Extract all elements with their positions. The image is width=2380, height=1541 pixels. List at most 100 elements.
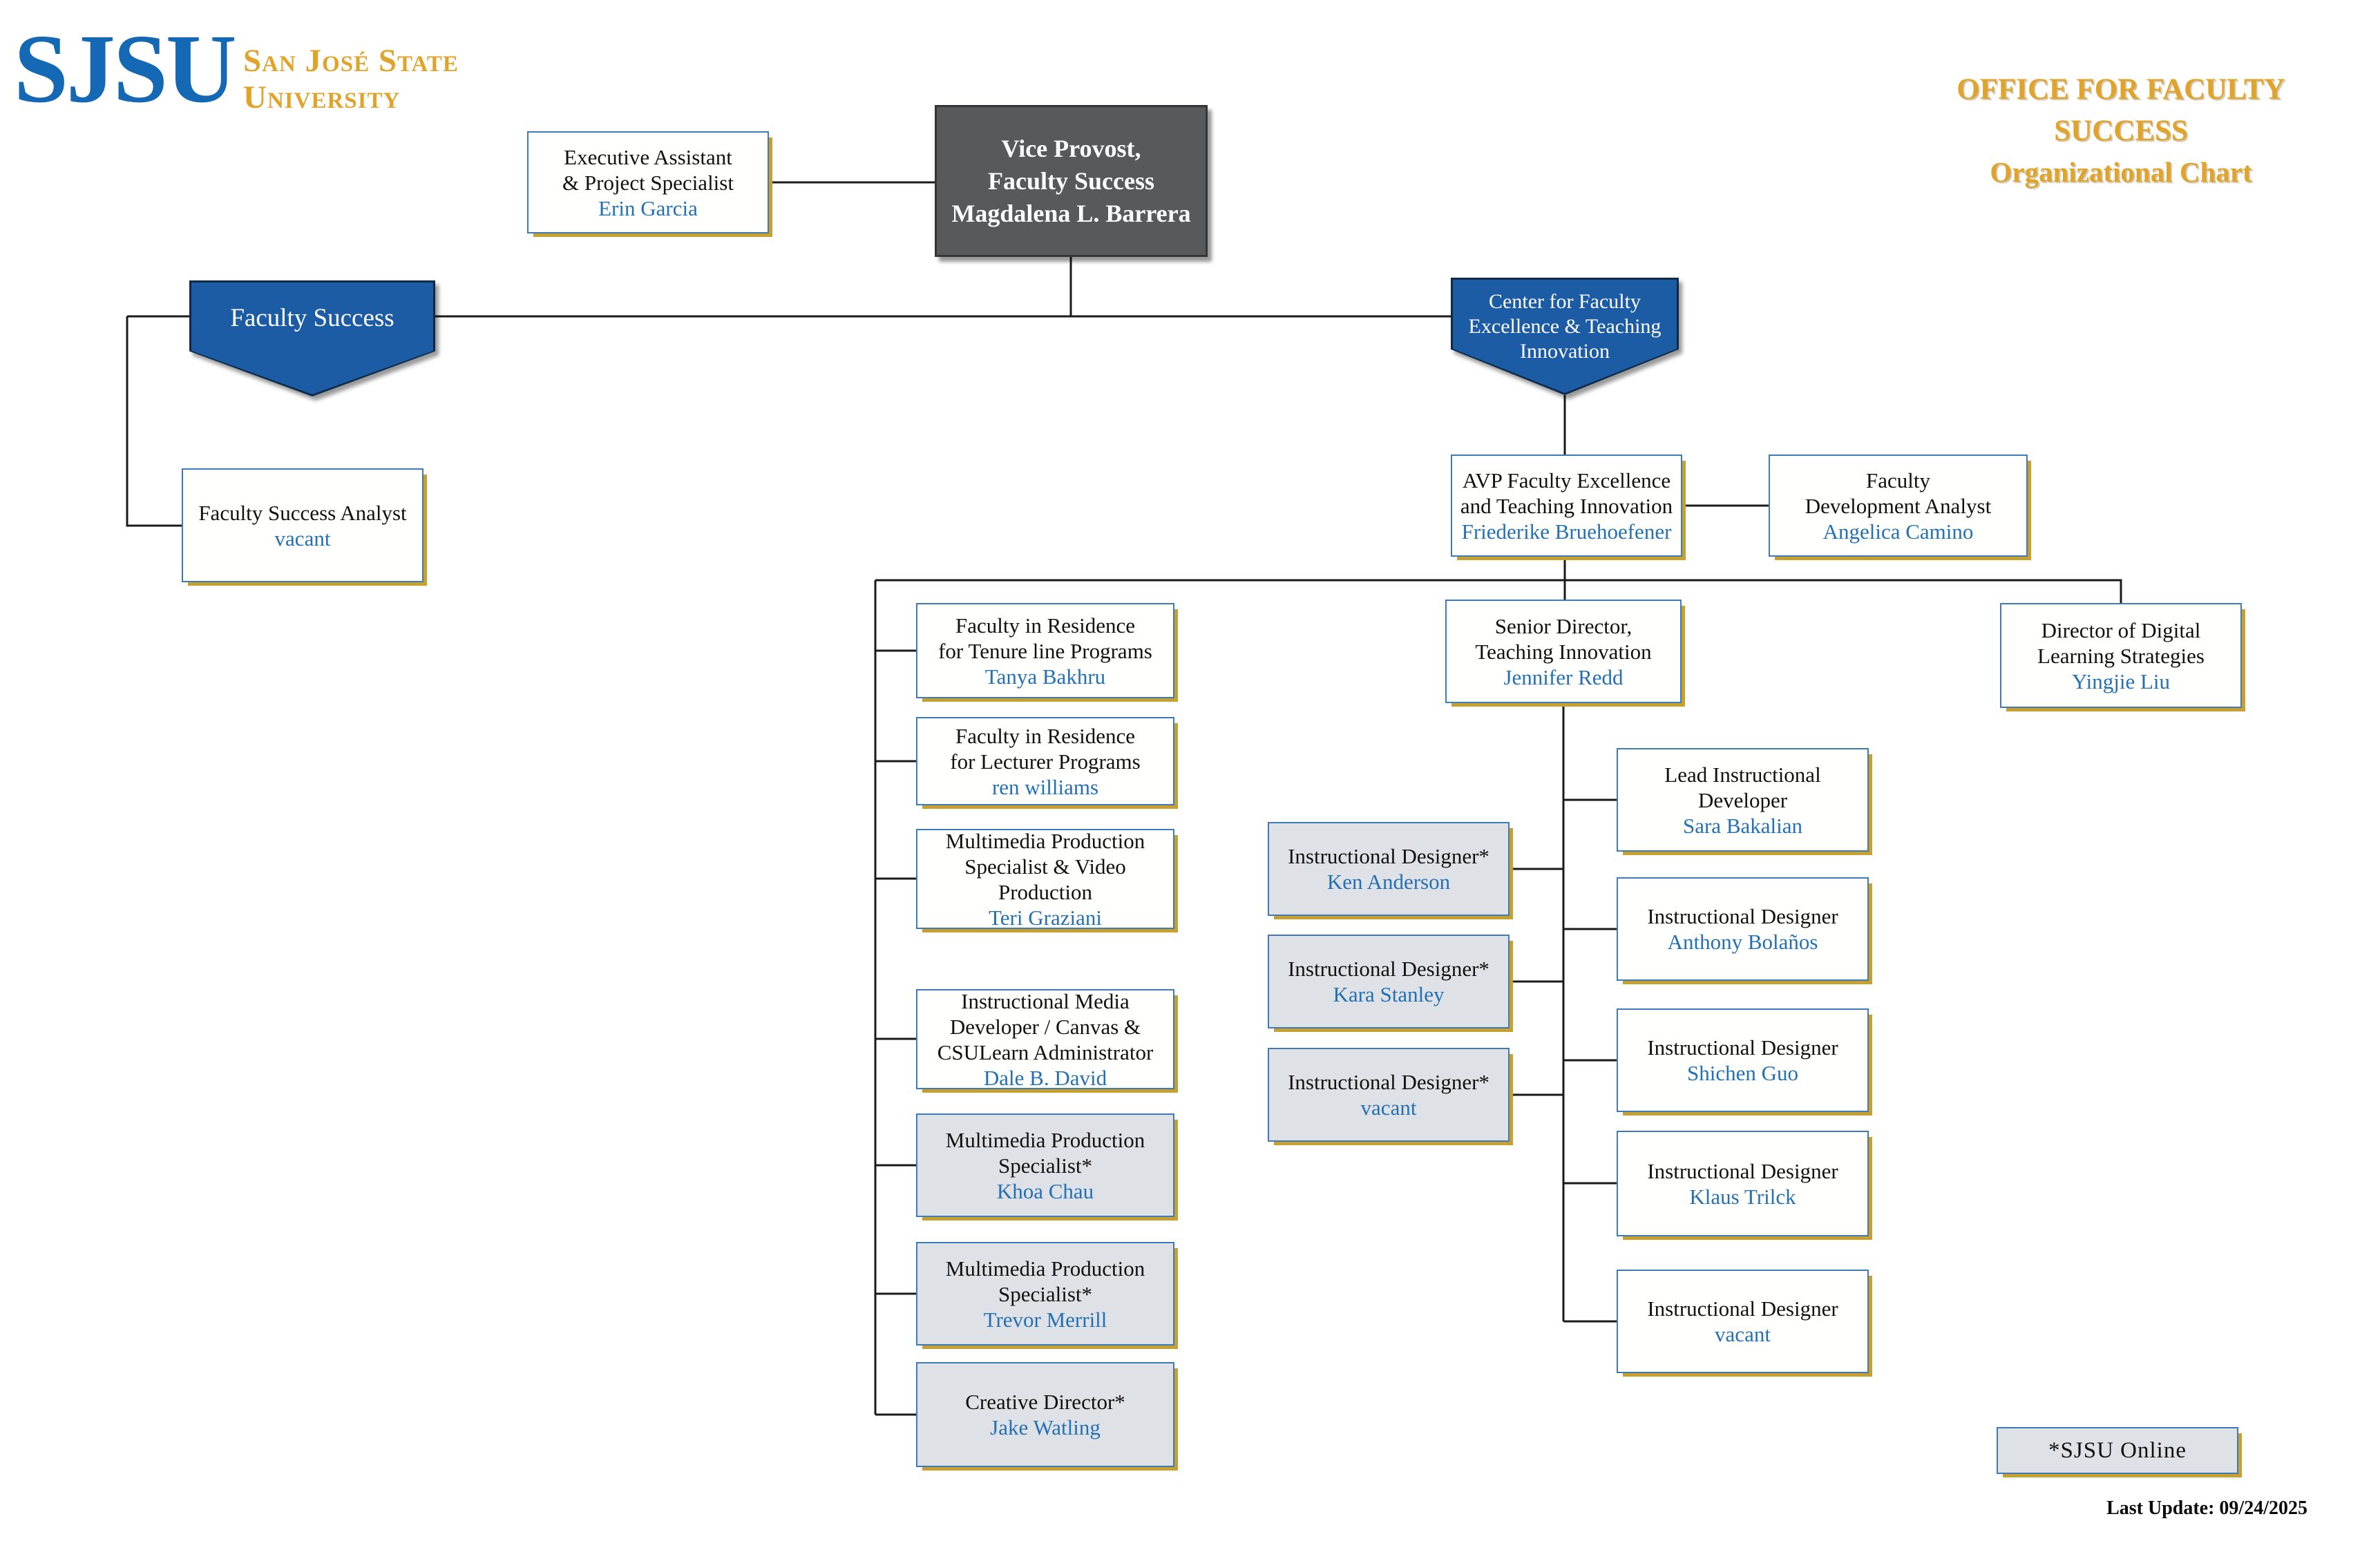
node-faculty-success-analyst: Faculty Success Analyst vacant xyxy=(182,468,423,582)
node-title-line: Instructional Designer xyxy=(1647,1158,1838,1183)
sjsu-logo: SJSU xyxy=(14,14,236,123)
node-title-line: Director of Digital xyxy=(2041,618,2201,642)
node-instructional-designer-ken: Instructional Designer* Ken Anderson xyxy=(1268,822,1510,916)
line-analyst-elbow xyxy=(126,316,182,527)
node-person: Ken Anderson xyxy=(1326,870,1451,894)
node-avp-faculty-excellence: AVP Faculty Excellence and Teaching Inno… xyxy=(1451,454,1682,557)
node-person: vacant xyxy=(1715,1322,1771,1346)
node-title-line: AVP Faculty Excellence xyxy=(1462,468,1671,492)
node-title-line: Faculty in Residence xyxy=(955,723,1135,748)
node-title-line: Creative Director* xyxy=(965,1390,1125,1414)
node-title-line: Specialist* xyxy=(998,1153,1093,1178)
node-person: Dale B. David xyxy=(983,1065,1107,1090)
node-title-line: Executive Assistant xyxy=(564,144,732,169)
banner-cfeti: Center for Faculty Excellence & Teaching… xyxy=(1451,278,1679,395)
node-instructional-designer-vacant-star: Instructional Designer* vacant xyxy=(1268,1048,1510,1142)
legend-label: *SJSU Online xyxy=(2048,1437,2187,1463)
node-multimedia-video-production: Multimedia Production Specialist & Video… xyxy=(916,828,1174,930)
node-instructional-designer-kara: Instructional Designer* Kara Stanley xyxy=(1268,935,1510,1028)
node-instructional-designer-vacant: Instructional Designer vacant xyxy=(1617,1270,1869,1373)
node-vice-provost: Vice Provost, Faculty Success Magdalena … xyxy=(935,105,1208,257)
node-person: Erin Garcia xyxy=(598,195,698,220)
node-instructional-designer-klaus: Instructional Designer Klaus Trilck xyxy=(1617,1131,1869,1236)
node-title-line: Multimedia Production xyxy=(945,1127,1145,1152)
node-senior-director: Senior Director, Teaching Innovation Jen… xyxy=(1445,600,1682,703)
node-executive-assistant: Executive Assistant & Project Specialist… xyxy=(527,131,769,233)
node-person: vacant xyxy=(274,526,331,551)
node-person: Shichen Guo xyxy=(1686,1061,1798,1085)
node-title-line: Instructional Media xyxy=(961,988,1130,1013)
node-title-line: Specialist & Video xyxy=(964,854,1126,879)
node-title-line: Instructional Designer* xyxy=(1288,957,1489,981)
node-person: Jennifer Redd xyxy=(1503,664,1624,689)
node-title-line: Faculty in Residence xyxy=(955,613,1135,638)
node-title-line: Developer xyxy=(1697,787,1788,812)
node-person: Friederike Bruehoefener xyxy=(1461,519,1672,544)
node-title-line: Teaching Innovation xyxy=(1475,639,1652,664)
node-title-line: Lead Instructional xyxy=(1664,762,1821,787)
node-person: Klaus Trilck xyxy=(1689,1184,1796,1209)
node-title-line: Vice Provost, xyxy=(1001,134,1141,162)
node-title-line: and Teaching Innovation xyxy=(1460,493,1673,518)
banner-label: Faculty Success xyxy=(230,304,394,332)
node-title-line: Multimedia Production xyxy=(945,828,1145,853)
node-title-line: Faculty xyxy=(1866,468,1930,492)
node-fir-tenure: Faculty in Residence for Tenure line Pro… xyxy=(916,603,1174,698)
node-faculty-development-analyst: Faculty Development Analyst Angelica Cam… xyxy=(1769,454,2028,557)
line-left-stubs xyxy=(875,649,916,1416)
node-person: Khoa Chau xyxy=(996,1178,1094,1203)
banner-label: Center for Faculty xyxy=(1489,290,1641,313)
node-title-line: Multimedia Production xyxy=(945,1256,1145,1281)
node-person: Anthony Bolaños xyxy=(1667,930,1818,954)
node-director-digital-learning: Director of Digital Learning Strategies … xyxy=(2000,603,2242,708)
node-creative-director: Creative Director* Jake Watling xyxy=(916,1362,1174,1467)
node-title-line: CSULearn Administrator xyxy=(937,1040,1154,1064)
node-instructional-designer-shichen: Instructional Designer Shichen Guo xyxy=(1617,1008,1869,1112)
node-person: ren williams xyxy=(991,774,1099,799)
node-person: Angelica Camino xyxy=(1822,519,1974,544)
legend-sjsu-online: *SJSU Online xyxy=(1997,1427,2238,1474)
node-title-line: & Project Specialist xyxy=(562,170,734,195)
node-title-line: Faculty Success Analyst xyxy=(198,500,407,525)
banner-shape: Faculty Success xyxy=(189,280,435,396)
node-multimedia-specialist-trevor: Multimedia Production Specialist* Trevor… xyxy=(916,1242,1174,1346)
banner-label: Innovation xyxy=(1520,340,1610,363)
node-person: Yingjie Liu xyxy=(2071,669,2171,693)
line-mid-stubs xyxy=(1510,868,1563,1096)
node-title-line: Instructional Designer xyxy=(1647,1296,1838,1321)
node-title-line: Senior Director, xyxy=(1494,613,1632,638)
wordmark-line2: University xyxy=(243,79,401,115)
node-lead-instructional-developer: Lead Instructional Developer Sara Bakali… xyxy=(1617,748,1869,852)
page-title: OFFICE FOR FACULTY SUCCESS Organizationa… xyxy=(1914,69,2328,192)
page-title-line2: Organizational Chart xyxy=(1990,156,2252,188)
node-instructional-media-developer: Instructional Media Developer / Canvas &… xyxy=(916,988,1174,1090)
node-title-line: Developer / Canvas & xyxy=(949,1014,1141,1039)
line-right-stubs xyxy=(1563,798,1617,1323)
node-person: Teri Graziani xyxy=(989,905,1102,930)
banner-faculty-success: Faculty Success xyxy=(189,280,435,396)
node-person: Trevor Merrill xyxy=(983,1307,1107,1332)
line-distribution xyxy=(875,579,2122,603)
node-title-line: Instructional Designer* xyxy=(1288,1070,1489,1094)
node-title-line: Learning Strategies xyxy=(2037,643,2205,668)
node-person: vacant xyxy=(1360,1095,1417,1120)
node-title-line: Production xyxy=(998,879,1093,904)
wordmark-line1: San José State xyxy=(243,43,459,79)
node-fir-lecturer: Faculty in Residence for Lecturer Progra… xyxy=(916,717,1174,805)
node-title-line: Instructional Designer* xyxy=(1288,844,1489,868)
node-title-line: for Lecturer Programs xyxy=(950,749,1141,774)
banner-label: Excellence & Teaching xyxy=(1468,315,1662,338)
node-multimedia-specialist-khoa: Multimedia Production Specialist* Khoa C… xyxy=(916,1113,1174,1217)
node-title-line: Instructional Designer xyxy=(1647,904,1838,928)
node-person: Jake Watling xyxy=(990,1415,1101,1439)
node-title-line: Faculty Success xyxy=(988,166,1154,195)
last-update-text: Last Update: 09/24/2025 xyxy=(2106,1497,2307,1519)
page-title-line1: OFFICE FOR FACULTY SUCCESS xyxy=(1957,73,2285,147)
node-person: Sara Bakalian xyxy=(1682,813,1802,838)
node-title-line: Development Analyst xyxy=(1805,493,1992,518)
node-person: Kara Stanley xyxy=(1333,982,1445,1006)
node-person: Tanya Bakhru xyxy=(984,664,1106,689)
node-title-line: Specialist* xyxy=(998,1281,1093,1306)
node-title-line: Instructional Designer xyxy=(1647,1035,1838,1060)
